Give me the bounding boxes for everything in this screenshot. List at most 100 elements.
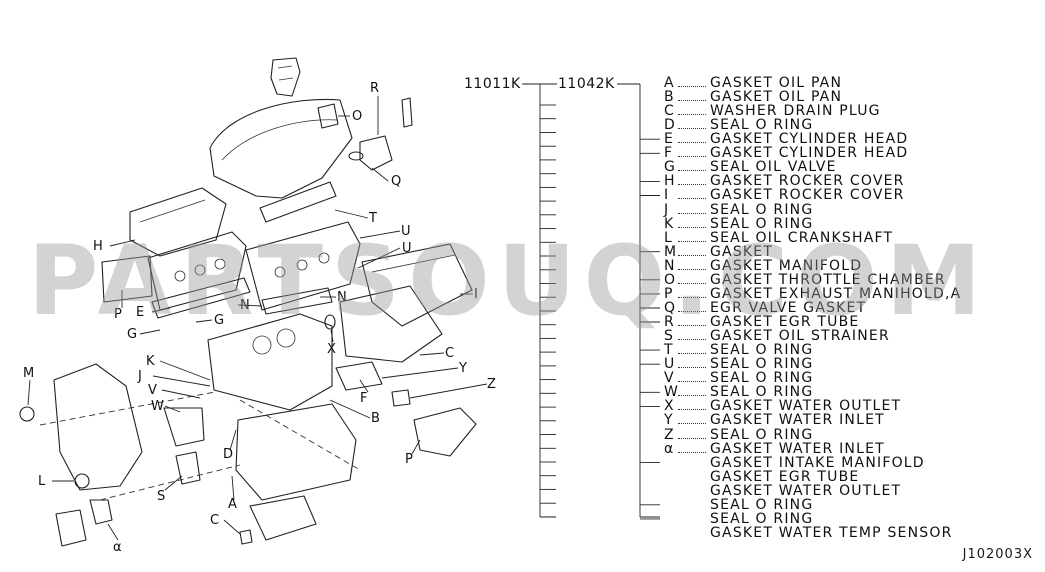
throttle-body-part[interactable] — [270, 57, 301, 97]
callout-label[interactable]: U — [402, 241, 412, 256]
throttle-chamber-gasket[interactable] — [317, 103, 339, 129]
legend-part-name[interactable]: GASKET OIL STRAINER — [710, 328, 890, 345]
right-head-lower[interactable] — [339, 285, 443, 363]
legend-part-name[interactable]: EGR VALVE GASKET — [710, 299, 867, 316]
callout-label[interactable]: D — [223, 447, 234, 462]
assembly-part-number[interactable]: 11011K — [464, 76, 521, 92]
callout-label[interactable]: C — [210, 513, 220, 528]
callout-label[interactable]: J — [138, 369, 142, 384]
legend-part-name[interactable]: GASKET EGR TUBE — [710, 468, 860, 485]
callout-label[interactable]: R — [370, 81, 380, 96]
callout-label[interactable]: P — [114, 307, 122, 322]
callout-label[interactable]: T — [369, 211, 377, 226]
cylinder-block[interactable] — [207, 313, 333, 411]
callout-label[interactable]: X — [327, 342, 336, 357]
callout-label[interactable]: H — [93, 239, 103, 254]
intake-manifold-gasket[interactable] — [259, 181, 337, 223]
callout-label[interactable]: C — [445, 346, 455, 361]
callout-label[interactable]: α — [113, 540, 122, 555]
water-inlet-housing[interactable] — [55, 509, 87, 547]
legend-part-name[interactable]: SEAL O RING — [710, 117, 814, 134]
temp-sensor[interactable] — [391, 389, 411, 407]
crankshaft-oil-seal[interactable] — [74, 473, 90, 489]
legend-part-name[interactable]: GASKET WATER OUTLET — [710, 398, 902, 415]
legend-part-name[interactable]: GASKET WATER TEMP SENSOR — [710, 524, 953, 541]
egr-tube-gasket[interactable] — [348, 151, 364, 161]
right-cylinder-head[interactable] — [245, 221, 361, 311]
legend-part-name[interactable]: SEAL O RING — [710, 370, 814, 387]
legend-dotted-leader — [678, 325, 706, 327]
legend-part-name[interactable]: SEAL O RING — [710, 356, 814, 373]
legend-part-name[interactable]: GASKET WATER OUTLET — [710, 482, 902, 499]
seal-gasket-m[interactable] — [19, 406, 35, 422]
callout-label[interactable]: A — [228, 497, 237, 512]
legend-part-name[interactable]: WASHER DRAIN PLUG — [710, 103, 881, 120]
drain-plug[interactable] — [239, 529, 253, 545]
callout-label[interactable]: W — [151, 399, 164, 414]
water-inlet-gasket-alpha[interactable] — [89, 499, 113, 525]
exhaust-manifold-gasket[interactable] — [261, 287, 333, 315]
intake-collector-outline[interactable] — [209, 98, 353, 199]
left-rocker-cover[interactable] — [129, 187, 227, 257]
legend-part-name[interactable]: SEAL O RING — [710, 426, 814, 443]
legend-part-name[interactable]: GASKET ROCKER COVER — [710, 187, 905, 204]
callout-label[interactable]: U — [401, 224, 411, 239]
legend-part-name[interactable]: GASKET WATER INLET — [710, 440, 885, 457]
legend-part-name[interactable]: GASKET OIL PAN — [710, 89, 843, 106]
right-exhaust-manifold[interactable] — [413, 407, 477, 457]
legend-part-name[interactable]: SEAL OIL VALVE — [710, 159, 837, 176]
water-pump[interactable] — [163, 407, 205, 447]
callout-label[interactable]: L — [38, 474, 46, 489]
legend-part-name[interactable]: SEAL O RING — [710, 384, 814, 401]
callout-label[interactable]: P — [405, 452, 413, 467]
egr-valve-part[interactable] — [359, 135, 393, 171]
callout-label[interactable]: V — [148, 383, 157, 398]
callout-label[interactable]: G — [127, 327, 138, 342]
legend-part-name[interactable]: SEAL O RING — [710, 342, 814, 359]
legend-part-name[interactable]: GASKET INTAKE MANIFOLD — [710, 454, 925, 471]
legend-part-name[interactable]: SEAL O RING — [710, 215, 814, 232]
oil-strainer[interactable] — [175, 451, 201, 485]
left-exhaust-gasket[interactable] — [101, 255, 153, 303]
callout-label[interactable]: Q — [391, 174, 402, 189]
subassembly-part-number[interactable]: 11042K — [558, 76, 615, 92]
callout-label[interactable]: N — [337, 290, 347, 305]
legend-part-name[interactable]: SEAL O RING — [710, 201, 814, 218]
legend-part-name[interactable]: SEAL OIL CRANKSHAFT — [710, 229, 894, 246]
water-outlet-gasket[interactable] — [324, 314, 336, 330]
front-timing-cover[interactable] — [53, 363, 143, 491]
callout-label[interactable]: F — [360, 391, 368, 406]
legend-part-name[interactable]: SEAL O RING — [710, 496, 814, 513]
legend-part-name[interactable]: SEAL O RING — [710, 510, 814, 527]
upper-oil-pan[interactable] — [235, 403, 357, 501]
legend-part-name[interactable]: GASKET EXHAUST MANIHOLD,A — [710, 285, 962, 302]
legend-part-name[interactable]: GASKET THROTTLE CHAMBER — [710, 271, 946, 288]
callout-label[interactable]: I — [474, 287, 478, 302]
legend-part-name[interactable]: GASKET WATER INLET — [710, 412, 885, 429]
legend-part-name[interactable]: GASKET CYLINDER HEAD — [710, 131, 909, 148]
lower-oil-pan[interactable] — [249, 495, 317, 541]
legend-part-name[interactable]: GASKET EGR TUBE — [710, 314, 860, 331]
legend-part-name[interactable]: GASKET OIL PAN — [710, 75, 843, 91]
callout-label[interactable]: S — [157, 489, 166, 504]
water-inlet-part[interactable] — [335, 361, 383, 391]
legend-part-name[interactable]: GASKET — [710, 243, 774, 260]
legend-part-name[interactable]: GASKET CYLINDER HEAD — [710, 145, 909, 162]
callout-label[interactable]: K — [146, 354, 155, 369]
legend-part-name[interactable]: GASKET ROCKER COVER — [710, 173, 905, 190]
legend-dotted-leader — [678, 114, 706, 116]
callout-label[interactable]: B — [371, 411, 380, 426]
left-cylinder-head[interactable] — [147, 231, 247, 311]
callout-label[interactable]: N — [240, 298, 250, 313]
callout-label[interactable]: E — [136, 305, 145, 320]
callout-label[interactable]: G — [214, 313, 225, 328]
legend-part-name[interactable]: GASKET MANIFOLD — [710, 257, 863, 274]
legend-letter: U — [664, 356, 675, 373]
callout-label[interactable]: O — [352, 109, 363, 124]
callout-label[interactable]: Z — [487, 377, 496, 392]
egr-tube-part[interactable] — [401, 97, 413, 128]
callout-label[interactable]: M — [23, 366, 35, 381]
callout-label[interactable]: Y — [459, 361, 467, 376]
left-head-gasket[interactable] — [151, 277, 251, 319]
